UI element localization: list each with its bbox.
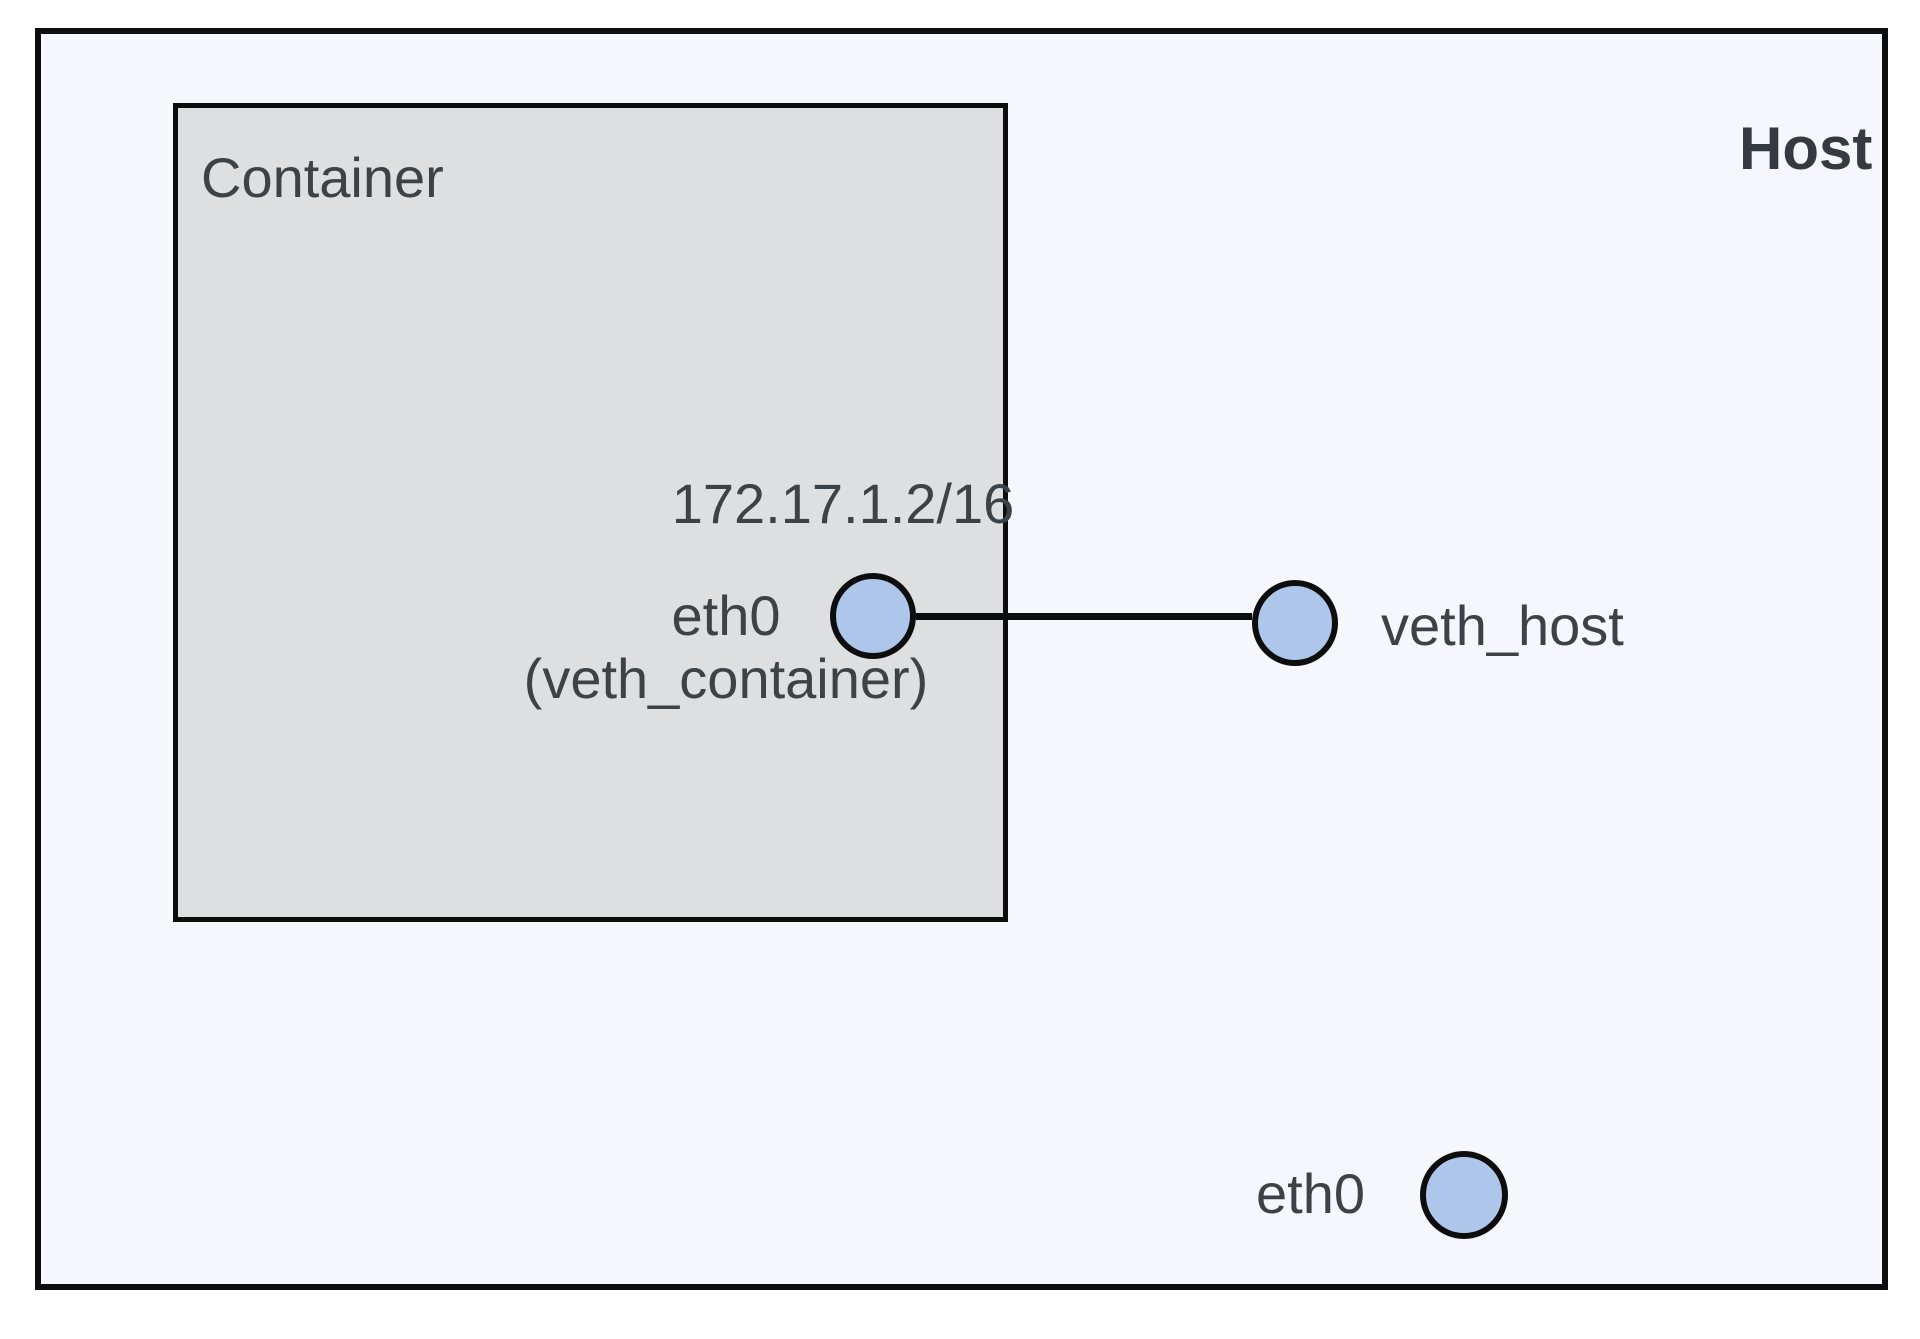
veth-container-name-label: eth0 (veth_container) <box>524 584 929 710</box>
host-eth0-node <box>1420 1151 1508 1239</box>
host-label: Host <box>1739 115 1873 182</box>
veth-container-name-line1: eth0 <box>671 584 781 647</box>
container-label: Container <box>201 146 444 209</box>
container-box <box>173 103 1008 922</box>
host-box: Host Container 172.17.1.2/16 eth0 (veth_… <box>35 28 1888 1290</box>
veth-host-node <box>1252 580 1338 666</box>
veth-container-node <box>830 573 916 659</box>
veth-pair-connector-line <box>916 613 1252 620</box>
veth-container-ip-label: 172.17.1.2/16 <box>671 472 1015 535</box>
veth-host-label: veth_host <box>1381 594 1624 657</box>
host-eth0-label: eth0 <box>1256 1162 1365 1225</box>
